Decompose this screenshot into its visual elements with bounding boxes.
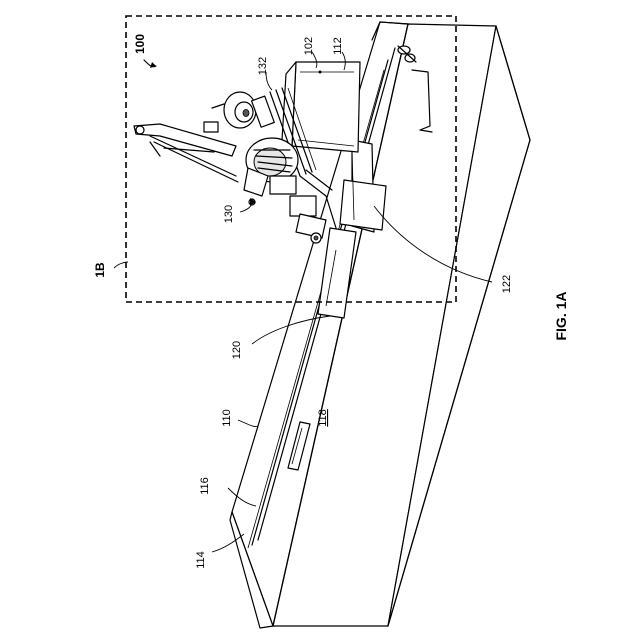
label-1b: 1B <box>93 262 107 278</box>
label-100: 100 <box>133 34 147 54</box>
label-120: 120 <box>231 341 243 359</box>
table-body <box>230 22 530 628</box>
label-122: 122 <box>501 275 513 293</box>
label-116: 116 <box>199 477 211 495</box>
arm-assembly <box>134 122 238 182</box>
label-110: 110 <box>221 409 233 427</box>
label-114: 114 <box>195 551 207 569</box>
label-102: 102 <box>303 37 315 55</box>
spool <box>212 92 274 128</box>
label-130: 130 <box>223 205 235 223</box>
cutting-head-130 <box>244 138 336 243</box>
label-132: 132 <box>257 57 269 75</box>
label-118: 118 <box>317 409 329 427</box>
figure-caption: FIG. 1A <box>553 291 569 340</box>
label-112: 112 <box>332 37 344 55</box>
